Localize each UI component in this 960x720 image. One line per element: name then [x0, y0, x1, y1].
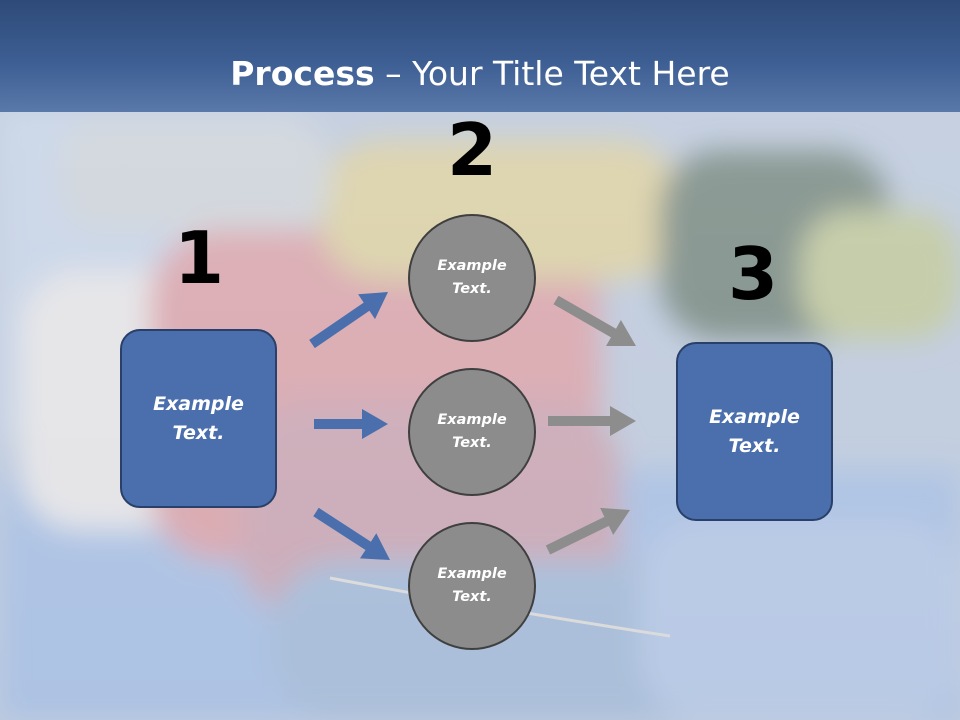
step-1-number: 1 — [173, 216, 225, 300]
step-2-circle-top[interactable]: Example Text. — [408, 214, 536, 342]
title-bar — [0, 0, 960, 112]
title-rest: – Your Title Text Here — [374, 54, 730, 93]
arrow-1-to-2-bottom — [313, 507, 390, 560]
arrow-1-to-2-top — [309, 292, 388, 349]
step-2-circle-top-text: Example Text. — [437, 258, 507, 297]
arrow-2-bottom-to-3 — [545, 507, 630, 555]
arrow-1-to-2-middle — [314, 409, 388, 439]
step-1-text: Example Text. — [153, 392, 244, 444]
slide-title: Process – Your Title Text Here — [0, 52, 960, 96]
step-3-text: Example Text. — [709, 405, 800, 457]
step-2-circle-middle[interactable]: Example Text. — [408, 368, 536, 496]
step-2-circle-middle-text: Example Text. — [437, 412, 507, 451]
title-bold: Process — [230, 54, 375, 93]
arrow-2-middle-to-3 — [548, 406, 636, 436]
step-2-circle-bottom[interactable]: Example Text. — [408, 522, 536, 650]
step-3-number: 3 — [727, 232, 779, 316]
step-3-box[interactable]: Example Text. — [676, 342, 833, 521]
step-2-number: 2 — [446, 108, 498, 192]
step-2-circle-bottom-text: Example Text. — [437, 566, 507, 605]
arrow-2-top-to-3 — [553, 295, 636, 346]
step-1-box[interactable]: Example Text. — [120, 329, 277, 508]
